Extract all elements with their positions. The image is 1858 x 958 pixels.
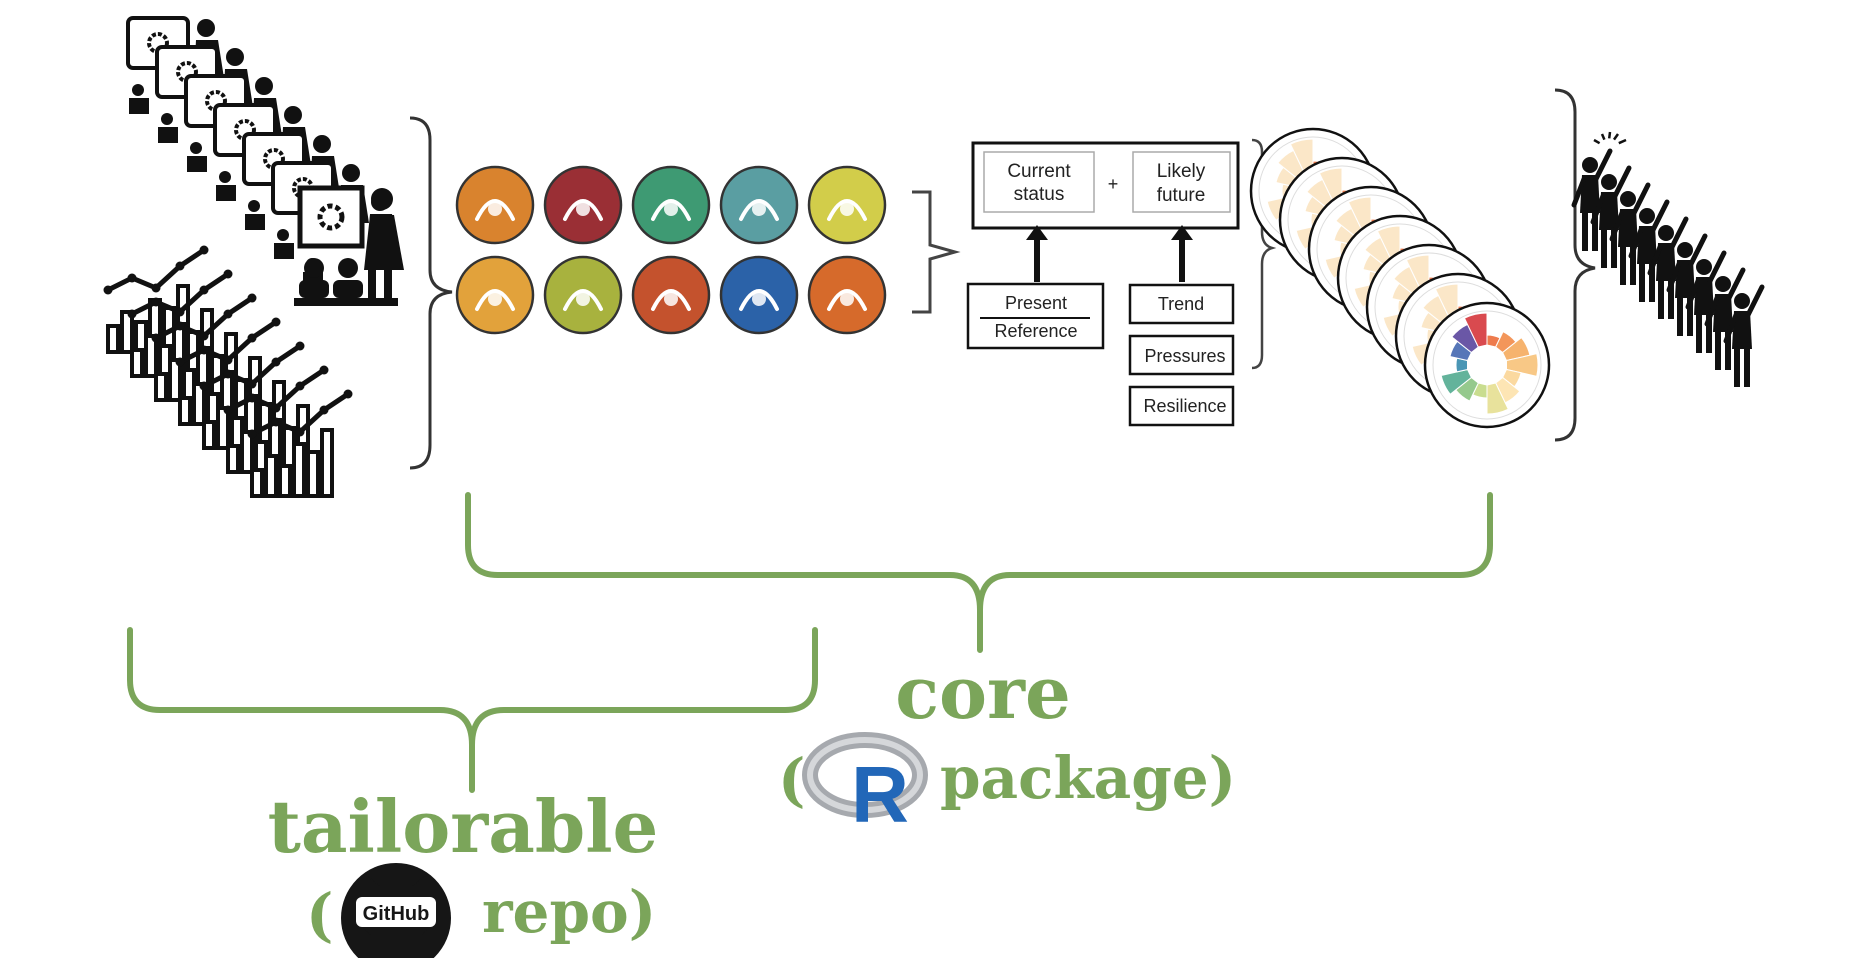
future-arrow-head <box>1171 225 1193 240</box>
current-status-box <box>983 151 1095 213</box>
reference-label: Reference <box>994 321 1077 341</box>
likely-future-box <box>1132 151 1231 213</box>
people-celebrating-icon <box>1571 131 1765 387</box>
tailorable-repo-label: repo) <box>482 878 656 946</box>
core-package-label: package) <box>940 744 1236 812</box>
flower-plot <box>1423 301 1551 429</box>
model-framework: Current status + Likely future Present R… <box>966 141 1240 427</box>
github-logo-text: GitHub <box>363 903 430 925</box>
left-brace <box>409 116 453 470</box>
r-logo-letter: R <box>851 750 909 839</box>
goals-bracket <box>912 190 961 314</box>
right-brace <box>1554 88 1596 442</box>
tailorable-paren-open: ( <box>306 881 333 949</box>
r-logo: R <box>802 732 928 839</box>
person-figure <box>1628 199 1670 302</box>
likely-future-line1: Likely <box>1157 161 1206 182</box>
coastline-sun-icon <box>631 165 711 245</box>
status-arrow-head <box>1026 225 1048 240</box>
person-figure <box>1590 165 1632 268</box>
tailorable-label: tailorable <box>268 784 659 869</box>
trend-label: Trend <box>1158 294 1204 314</box>
coastal-houses-icon <box>455 255 535 335</box>
surfer-icon <box>807 165 887 245</box>
model-brace <box>1251 138 1277 370</box>
chart-icon <box>247 389 353 498</box>
stakeholder-meetings-icon-stack <box>126 16 404 306</box>
person-figure <box>1685 250 1727 353</box>
person-figure <box>1723 284 1765 387</box>
bird-icon <box>631 255 711 335</box>
likely-future-line2: future <box>1157 185 1206 206</box>
water-drops-icon <box>719 165 799 245</box>
seagrass-icon <box>719 255 799 335</box>
pressures-label: Pressures <box>1144 346 1225 366</box>
shell-icon <box>807 255 887 335</box>
person-figure <box>1609 182 1651 285</box>
meeting-icon-front <box>294 185 404 306</box>
trend-box <box>1128 283 1235 325</box>
resilience-label: Resilience <box>1143 396 1226 416</box>
plus-sign: + <box>1108 174 1119 194</box>
resilience-box <box>1128 385 1235 427</box>
tailorable-brace <box>127 627 818 793</box>
core-paren-open: ( <box>778 746 805 814</box>
goal-icons-grid <box>455 165 887 335</box>
present-reference-box <box>966 282 1105 350</box>
person-figure <box>1704 267 1746 370</box>
high-five-sparkle <box>1593 131 1627 145</box>
github-logo: GitHub <box>341 863 451 958</box>
data-charts-icon-stack <box>103 245 353 498</box>
current-status-line2: status <box>1014 184 1065 205</box>
pressures-box <box>1128 334 1235 376</box>
core-label: core <box>895 650 1071 735</box>
current-status-line1: Current <box>1007 161 1071 182</box>
kelp-icon <box>455 165 535 245</box>
present-label: Present <box>1005 293 1067 313</box>
person-figure <box>1647 216 1689 319</box>
fish-plate-icon <box>543 165 623 245</box>
flower-plot-stack <box>1249 127 1551 429</box>
person-figure <box>1571 148 1613 251</box>
core-brace <box>465 492 1493 653</box>
dollar-icon <box>543 255 623 335</box>
person-figure <box>1666 233 1708 336</box>
